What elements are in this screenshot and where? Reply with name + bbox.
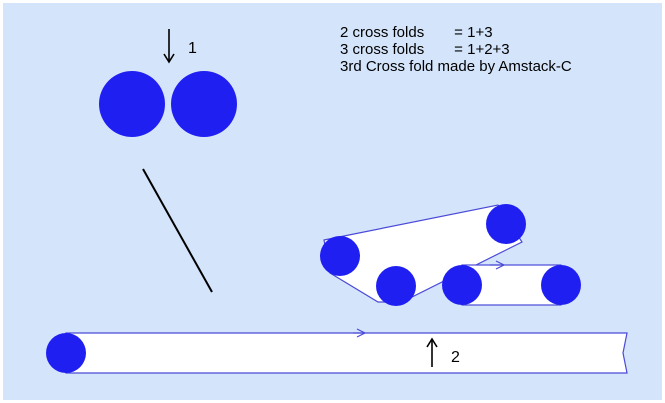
small-belt-roller-right bbox=[541, 265, 581, 305]
fold-legend: 2 cross folds = 1+3 3 cross folds = 1+2+… bbox=[340, 24, 572, 75]
step-1-label: 1 bbox=[188, 40, 197, 57]
down-arrow-icon bbox=[163, 29, 175, 64]
small-belt-roller-left bbox=[442, 265, 482, 305]
triangle-roller-bottom bbox=[376, 266, 416, 306]
main-conveyor-belt bbox=[65, 332, 628, 374]
triangle-roller-left bbox=[320, 236, 360, 276]
roller-right bbox=[171, 71, 237, 137]
legend-value: = 1+3 bbox=[454, 24, 493, 41]
legend-value: = 1+2+3 bbox=[454, 41, 510, 58]
step-2-label: 2 bbox=[451, 349, 460, 366]
small-belt-arrow bbox=[490, 260, 506, 270]
triangle-roller-top bbox=[486, 204, 526, 244]
web-line bbox=[142, 168, 213, 293]
up-arrow-icon bbox=[426, 337, 438, 367]
roller-left bbox=[99, 71, 165, 137]
legend-label: 2 cross folds bbox=[340, 24, 425, 41]
conveyor-direction-arrow bbox=[353, 328, 367, 338]
conveyor-roller bbox=[46, 333, 86, 373]
legend-row: 3 cross folds = 1+2+3 bbox=[340, 41, 572, 58]
legend-row: 2 cross folds = 1+3 bbox=[340, 24, 572, 41]
legend-label: 3 cross folds bbox=[340, 41, 425, 58]
legend-note: 3rd Cross fold made by Amstack-C bbox=[340, 58, 572, 75]
